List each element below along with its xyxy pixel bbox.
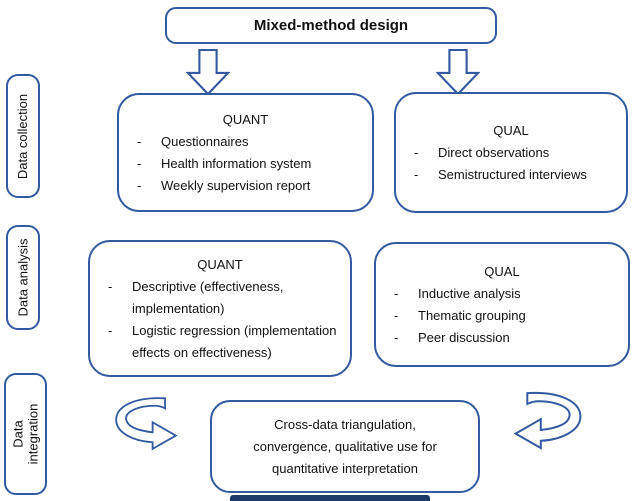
list-item: Direct observations xyxy=(412,142,618,164)
list-item: Logistic regression (implementation effe… xyxy=(106,320,342,364)
down-arrow-icon xyxy=(436,49,480,95)
cropped-box-edge xyxy=(230,495,430,501)
curved-arrow-icon xyxy=(512,383,584,459)
quant-collection-list: Questionnaires Health information system… xyxy=(119,131,372,197)
integration-text-line: quantitative interpretation xyxy=(272,460,418,476)
quant-analysis-box: QUANT Descriptive (effectiveness, implem… xyxy=(88,240,352,377)
qual-analysis-box: QUAL Inductive analysis Thematic groupin… xyxy=(374,242,630,367)
list-item: Peer discussion xyxy=(392,327,620,349)
list-item: Questionnaires xyxy=(135,131,364,153)
down-arrow-icon xyxy=(186,49,230,95)
sidebar-item-data-analysis: Data analysis xyxy=(6,225,40,330)
list-item: Weekly supervision report xyxy=(135,175,364,197)
integration-text-line: Cross-data triangulation, xyxy=(274,416,416,432)
quant-collection-title: QUANT xyxy=(222,111,269,127)
list-item: Semistructured interviews xyxy=(412,164,618,186)
sidebar-item-data-collection: Data collection xyxy=(6,74,40,198)
data-collection-label: Data collection xyxy=(15,93,31,179)
integration-text-line: convergence, qualitative use for xyxy=(253,438,437,454)
list-item: Descriptive (effectiveness, implementati… xyxy=(106,276,342,320)
cross-data-triangulation-box: Cross-data triangulation, convergence, q… xyxy=(210,400,480,493)
data-analysis-label: Data analysis xyxy=(15,238,31,317)
list-item: Inductive analysis xyxy=(392,283,620,305)
list-item: Health information system xyxy=(135,153,364,175)
qual-collection-title: QUAL xyxy=(493,122,529,138)
quant-analysis-title: QUANT xyxy=(197,256,243,272)
quant-collection-box: QUANT Questionnaires Health information … xyxy=(117,93,374,212)
qual-collection-box: QUAL Direct observations Semistructured … xyxy=(394,92,628,213)
data-integration-label: Data integration xyxy=(10,403,41,465)
mixed-method-design-box: Mixed-method design xyxy=(165,7,497,44)
list-item: Thematic grouping xyxy=(392,305,620,327)
sidebar-item-data-integration: Data integration xyxy=(4,373,47,495)
qual-analysis-title: QUAL xyxy=(484,263,520,279)
qual-collection-list: Direct observations Semistructured inter… xyxy=(396,142,626,186)
mixed-method-design-label: Mixed-method design xyxy=(253,17,409,34)
quant-analysis-list: Descriptive (effectiveness, implementati… xyxy=(90,276,350,364)
curved-arrow-icon xyxy=(112,395,180,453)
qual-analysis-list: Inductive analysis Thematic grouping Pee… xyxy=(376,283,628,349)
